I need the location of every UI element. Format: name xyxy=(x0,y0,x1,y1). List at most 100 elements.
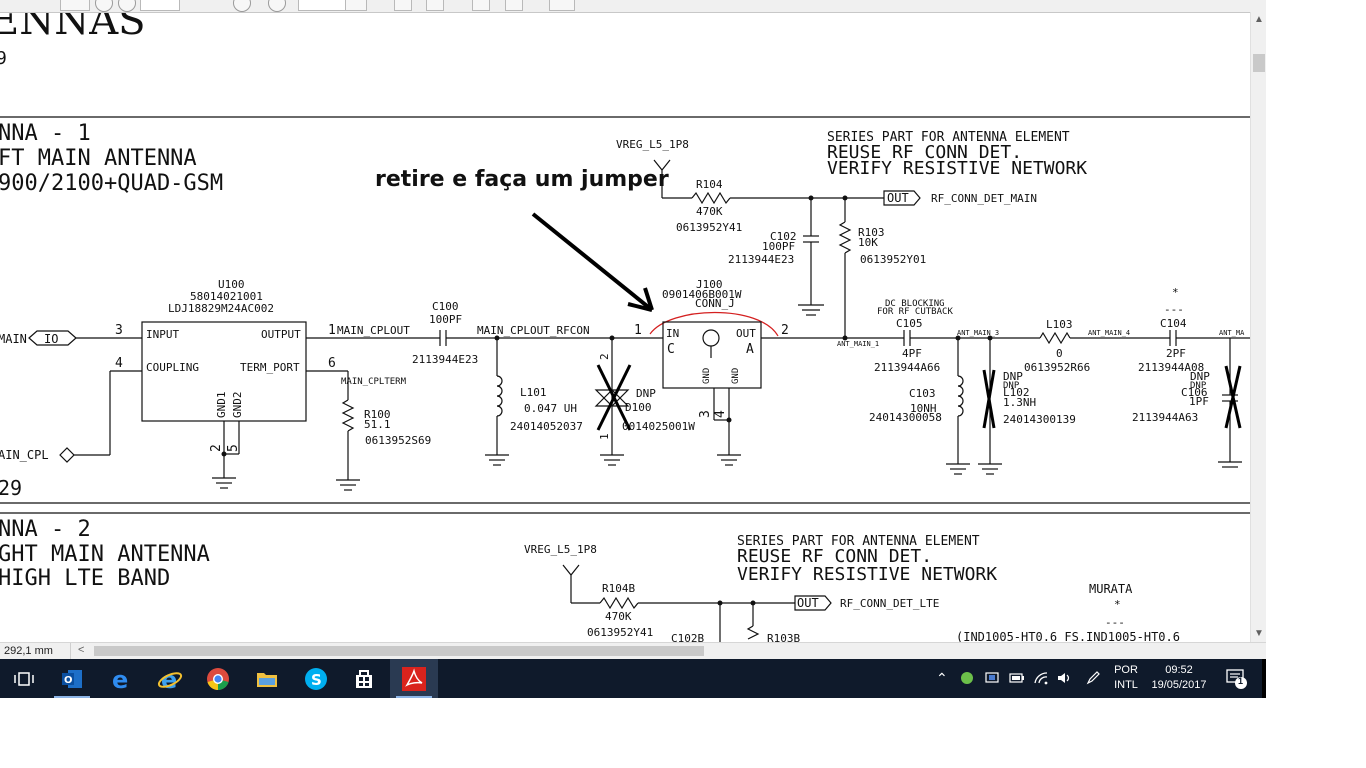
tray-network-adapter-icon[interactable] xyxy=(985,671,999,688)
skype-button[interactable]: S xyxy=(292,659,340,698)
zoom-in-button[interactable] xyxy=(268,0,286,12)
r103-part: 0613952Y01 xyxy=(860,253,926,266)
tool-button-5[interactable] xyxy=(549,0,575,11)
acrobat-reader-icon xyxy=(402,666,426,691)
j100-in: IN xyxy=(666,327,679,340)
tool-button-1[interactable] xyxy=(394,0,412,11)
chevron-up-icon[interactable]: ⌃ xyxy=(936,670,948,686)
r104b-value: 470K xyxy=(605,610,632,623)
tool-button-2[interactable] xyxy=(426,0,444,11)
dc-blocking-label: DC BLOCKING xyxy=(885,299,945,309)
svg-text:S: S xyxy=(311,671,322,689)
viewer-toolbar xyxy=(0,0,1266,13)
edge-button[interactable]: e xyxy=(98,659,146,698)
j100-pin2: 2 xyxy=(781,323,789,338)
chrome-button[interactable] xyxy=(194,659,242,698)
r104-ref: R104 xyxy=(696,178,723,191)
note2-line1: SERIES PART FOR ANTENNA ELEMENT xyxy=(737,534,980,549)
out2-net-label: RF_CONN_DET_LTE xyxy=(840,597,939,610)
c106-ref: C106 xyxy=(1181,386,1208,399)
c106-dnp2: DNP xyxy=(1190,381,1207,391)
acrobat-reader-button[interactable] xyxy=(390,659,438,698)
tray-app-icon[interactable] xyxy=(960,671,974,688)
c103-value: 10NH xyxy=(910,402,937,415)
for-rf-cutback-label: FOR RF CUTBACK xyxy=(877,307,953,317)
pdf-viewer: ENNAS 9 NNA - 1 FT MAIN ANTENNA 900/2100… xyxy=(0,0,1266,698)
l101-value: 0.047 UH xyxy=(524,402,577,415)
section2-title2: GHT MAIN ANTENNA xyxy=(0,542,210,567)
l102-value: 1.3NH xyxy=(1003,396,1036,409)
section1-title3: 900/2100+QUAD-GSM xyxy=(0,171,223,196)
vertical-scrollbar[interactable]: ▲ ▼ xyxy=(1250,12,1266,642)
note2-line2: REUSE RF CONN DET. xyxy=(737,546,932,567)
horizontal-scroll-thumb[interactable] xyxy=(94,646,704,656)
out2-port-label: OUT xyxy=(797,596,819,610)
battery-icon[interactable] xyxy=(1009,672,1025,687)
volume-icon[interactable] xyxy=(1056,671,1072,688)
vreg2-label: VREG_L5_1P8 xyxy=(524,543,597,556)
ant-ma-label: ANT_MA xyxy=(1219,329,1245,337)
scroll-up-icon[interactable]: ▲ xyxy=(1254,14,1264,25)
j100-a: A xyxy=(746,342,754,357)
u100-pin-coupling: COUPLING xyxy=(146,361,199,374)
pen-icon[interactable] xyxy=(1086,671,1100,688)
page-up-button[interactable] xyxy=(95,0,113,12)
internet-explorer-button[interactable]: e xyxy=(146,659,194,698)
j100-part: 0901406B001W xyxy=(662,288,742,301)
r103-ref: R103 xyxy=(858,226,885,239)
outlook-button[interactable]: O xyxy=(48,659,96,698)
c102-ref: C102 xyxy=(770,230,797,243)
store-button[interactable] xyxy=(340,659,388,698)
tool-button-3[interactable] xyxy=(472,0,490,11)
u100-part2: LDJ18829M24AC002 xyxy=(168,302,274,315)
page-subheading: 9 xyxy=(0,48,7,69)
svg-text:O: O xyxy=(64,675,73,686)
scroll-left-icon[interactable]: < xyxy=(78,644,85,656)
zoom-level-input[interactable] xyxy=(298,0,346,11)
note1-line1: SERIES PART FOR ANTENNA ELEMENT xyxy=(827,130,1070,145)
u100-pin-output: OUTPUT xyxy=(261,328,301,341)
page-down-button[interactable] xyxy=(118,0,136,12)
l103-part: 0613952R66 xyxy=(1024,361,1090,374)
out-net-label: RF_CONN_DET_MAIN xyxy=(931,192,1037,205)
system-clock[interactable]: 09:52 19/05/2017 xyxy=(1146,664,1212,691)
l102-dnp2: DNP xyxy=(1003,381,1020,391)
file-explorer-button[interactable] xyxy=(243,659,291,698)
c105-value: 4PF xyxy=(902,347,922,360)
j100-pin4: 4 xyxy=(713,410,728,418)
action-center-button[interactable]: 1 xyxy=(1226,668,1248,693)
scroll-down-icon[interactable]: ▼ xyxy=(1254,628,1264,639)
c103-part: 24014300058 xyxy=(869,411,942,424)
r104-value: 470K xyxy=(696,205,723,218)
d100-ref: D100 xyxy=(625,401,652,414)
annotation-text: retire e faça um jumper xyxy=(375,167,669,192)
u100-pin-term: TERM_PORT xyxy=(240,361,300,374)
d100-dnp: DNP xyxy=(636,387,656,400)
input-language[interactable]: POR INTL xyxy=(1110,664,1142,691)
section1-title1: NNA - 1 xyxy=(0,121,91,146)
toolbar-button[interactable] xyxy=(60,0,90,11)
main-label: MAIN xyxy=(0,332,27,346)
store-icon xyxy=(356,669,372,688)
zoom-out-button[interactable] xyxy=(233,0,251,12)
ant-main-4-label: ANT_MAIN_4 xyxy=(1088,329,1130,337)
u100-n3: 3 xyxy=(115,323,123,338)
tool-button-4[interactable] xyxy=(505,0,523,11)
zoom-dropdown[interactable] xyxy=(345,0,367,11)
wifi-icon[interactable] xyxy=(1033,671,1049,688)
svg-text:e: e xyxy=(112,667,128,691)
r103b-ref: R103B xyxy=(767,632,800,642)
out-port-label: OUT xyxy=(887,191,909,205)
horizontal-scrollbar[interactable]: < xyxy=(74,643,1250,660)
vertical-scroll-thumb[interactable] xyxy=(1253,54,1265,72)
c105-ref: C105 xyxy=(896,317,923,330)
language-code: POR xyxy=(1114,664,1138,676)
c104-part: 2113944A08 xyxy=(1138,361,1204,374)
l101-ref: L101 xyxy=(520,386,547,399)
internet-explorer-icon: e xyxy=(157,667,183,691)
ant-main-1-label: ANT_MAIN_1 xyxy=(837,340,879,348)
page-dimension: 292,1 mm xyxy=(4,645,53,657)
section2-title1: NNA - 2 xyxy=(0,517,91,542)
task-view-button[interactable] xyxy=(0,659,48,698)
page-number-input[interactable] xyxy=(140,0,180,11)
